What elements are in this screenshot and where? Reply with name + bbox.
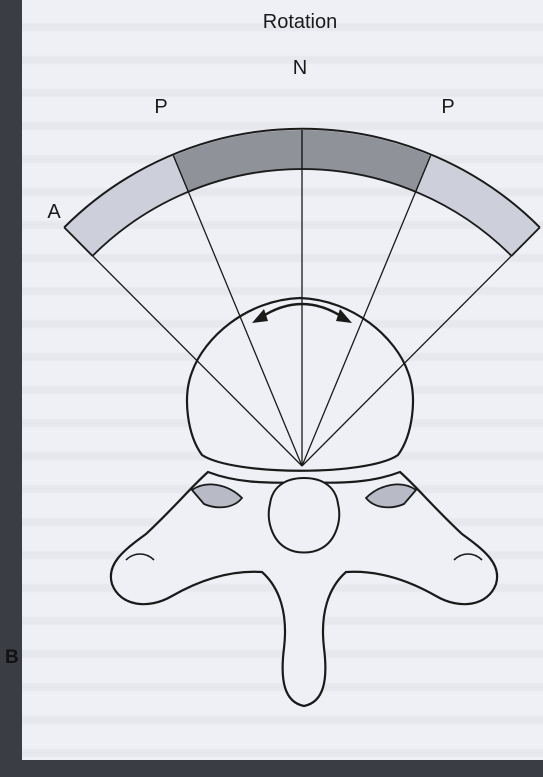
vertebra-rotation-diagram: Rotation N P P A — [22, 0, 543, 760]
spinal-canal — [269, 478, 339, 553]
label-posterior-right: P — [441, 96, 454, 118]
label-anterior-left: A — [47, 201, 61, 223]
band-posterior-right — [302, 130, 431, 193]
bottom-frame-band — [0, 760, 543, 777]
panel-letter: B — [5, 648, 19, 667]
band-posterior-left — [173, 130, 302, 193]
figure-panel: Rotation N P P A — [22, 0, 543, 760]
band-anterior-right — [415, 156, 540, 256]
diagram-title: Rotation — [263, 11, 338, 33]
label-posterior-left: P — [154, 96, 167, 118]
label-neutral: N — [293, 57, 307, 79]
band-anterior-left — [64, 156, 189, 256]
